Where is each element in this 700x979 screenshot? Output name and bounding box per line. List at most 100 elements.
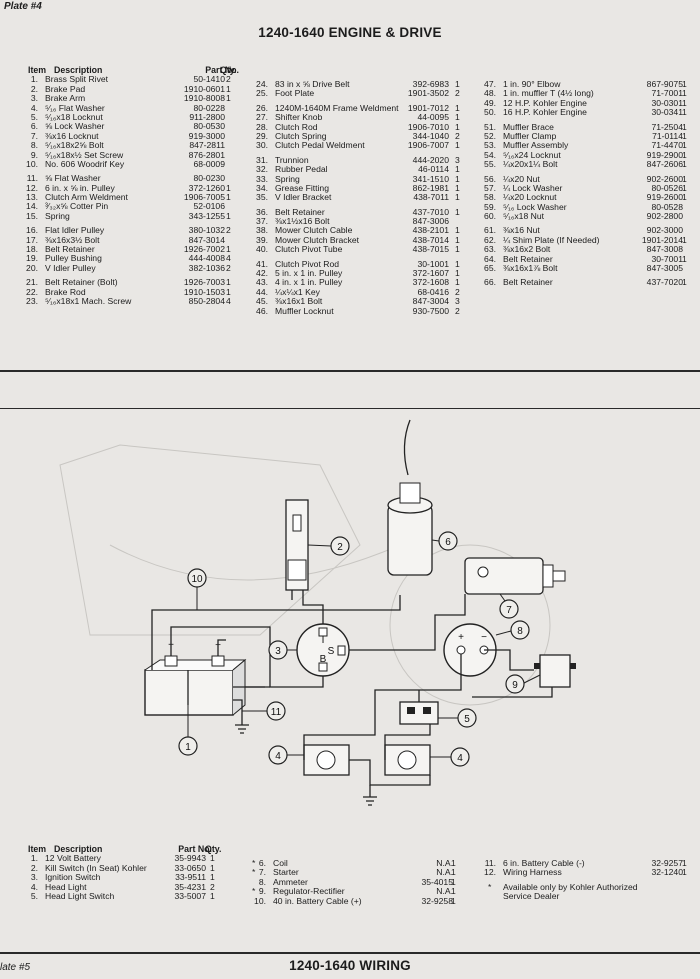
item-part-number: 32-9257 xyxy=(651,858,683,868)
plate-number-bottom: late #5 xyxy=(0,962,31,973)
item-part-number: 847-2811 xyxy=(189,140,225,151)
item-description: ⁵⁄₁₆x18x1 Mach. Screw xyxy=(45,295,132,306)
item-quantity: 1 xyxy=(455,79,460,89)
item-number: 19. xyxy=(26,253,38,264)
item-part-number: 1910-8008 xyxy=(183,93,225,104)
header-description: Description xyxy=(54,65,103,75)
item-description: Belt Retainer (Bolt) xyxy=(45,277,118,288)
item-description: ⁵⁄₁₆x18 Nut xyxy=(503,211,544,222)
item-description: ¼x20 Locknut xyxy=(503,192,557,203)
item-quantity: 1 xyxy=(455,173,460,184)
item-quantity: 1 xyxy=(455,102,460,113)
item-quantity: 1 xyxy=(682,159,687,170)
item-quantity: 1 xyxy=(226,210,231,221)
item-number: 8. xyxy=(258,876,266,887)
item-number: 16. xyxy=(26,225,38,236)
item-quantity: 1 xyxy=(455,258,460,269)
item-quantity: 1 xyxy=(455,140,460,151)
item-part-number: 438-7015 xyxy=(412,244,449,255)
item-description: Head Light Switch xyxy=(45,890,115,901)
svg-text:9: 9 xyxy=(512,680,518,691)
item-part-number: 911-2800 xyxy=(189,111,225,122)
item-part-number: 1906-7007 xyxy=(407,140,449,151)
item-quantity: 1 xyxy=(210,872,215,883)
item-number: 14. xyxy=(26,201,38,212)
item-number: 10. xyxy=(26,158,38,169)
item-description: Mower Clutch Cable xyxy=(275,225,353,236)
item-description: Brake Pad xyxy=(45,83,86,94)
callout-8: 8 xyxy=(495,620,530,640)
item-number: 25. xyxy=(256,88,268,99)
svg-text:7: 7 xyxy=(506,605,512,616)
battery-icon xyxy=(144,655,247,716)
item-quantity: 1 xyxy=(455,192,460,203)
item-description: Shifter Knob xyxy=(275,112,323,123)
item-part-number: 33-5007 xyxy=(174,890,206,901)
item-part-number: 850-2804 xyxy=(188,295,225,306)
item-part-number: 380-1032 xyxy=(188,225,225,236)
item-quantity: 1 xyxy=(210,853,215,864)
item-part-number: 80-0228 xyxy=(193,102,225,113)
item-number: 46. xyxy=(256,305,268,316)
footnote-line-1: Available only by Kohler Authorized xyxy=(503,881,638,892)
item-part-number: 1910-0601 xyxy=(183,83,225,94)
section-divider-bottom xyxy=(0,952,700,954)
coil-icon xyxy=(387,419,433,576)
svg-text:1: 1 xyxy=(185,742,191,753)
callout-5: 5 xyxy=(438,708,477,728)
item-part-number: 847-2606 xyxy=(646,159,683,170)
item-number: 11. xyxy=(484,858,496,868)
item-part-number: 438-7014 xyxy=(412,234,449,245)
item-part-number: 35-9943 xyxy=(174,853,206,864)
item-part-number: 71-4470 xyxy=(651,140,683,151)
ignition-terminal-b: B xyxy=(320,654,327,665)
svg-text:2: 2 xyxy=(337,542,343,553)
item-quantity: 4 xyxy=(226,253,231,264)
item-quantity: 1 xyxy=(226,286,231,297)
wiring-harness xyxy=(151,590,553,806)
item-quantity: 1 xyxy=(682,97,687,108)
item-quantity: 1 xyxy=(455,206,460,217)
item-number: 50. xyxy=(484,107,496,118)
item-description: Mower Clutch Bracket xyxy=(275,234,360,245)
item-number: 9. xyxy=(30,149,38,160)
item-number: 11. xyxy=(26,173,38,184)
item-quantity: 2 xyxy=(226,262,231,273)
item-quantity: 1 xyxy=(455,225,460,236)
item-number: 5. xyxy=(30,890,38,901)
item-part-number: 68-0416 xyxy=(417,286,449,297)
item-part-number: 30-1001 xyxy=(417,258,449,269)
item-description: ³⁄₃₂x⅝ Cotter Pin xyxy=(45,201,109,212)
item-quantity: 1 xyxy=(682,277,687,288)
item-part-number: 50-1410 xyxy=(193,74,225,85)
item-quantity: 2 xyxy=(455,88,460,99)
item-part-number: 919-2600 xyxy=(646,192,683,203)
item-description: 1 in. 90° Elbow xyxy=(503,79,561,89)
item-part-number: 930-7500 xyxy=(412,305,449,316)
item-part-number: 437-7020 xyxy=(646,277,683,288)
